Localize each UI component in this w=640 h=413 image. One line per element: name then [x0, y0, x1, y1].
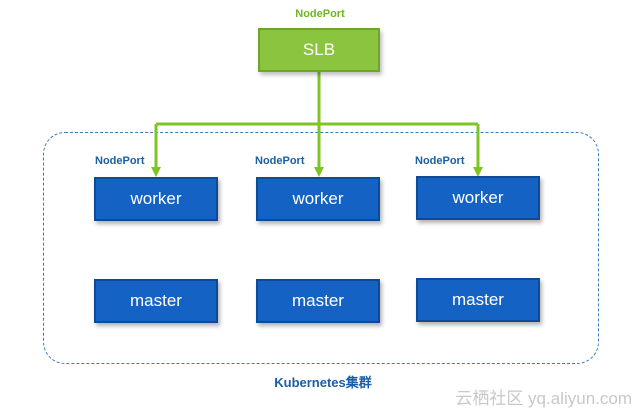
worker-2-label: worker	[292, 189, 344, 208]
master-2-label: master	[292, 291, 344, 310]
cluster-label: Kubernetes集群	[274, 375, 372, 390]
worker-node-1: worker	[94, 177, 218, 221]
master-node-2: master	[256, 279, 380, 323]
worker-3-label: worker	[452, 188, 504, 207]
master-node-1: master	[94, 279, 218, 323]
kubernetes-cluster-boundary	[43, 132, 599, 364]
worker-1-label: worker	[130, 189, 182, 208]
master-node-3: master	[416, 278, 540, 322]
master-1-label: master	[130, 291, 182, 310]
slb-node: SLB	[258, 28, 380, 72]
worker-1-nodeport-label: NodePort	[95, 155, 145, 167]
master-3-label: master	[452, 290, 504, 309]
worker-2-nodeport-label: NodePort	[255, 155, 305, 167]
worker-node-3: worker	[416, 176, 540, 220]
watermark: 云栖社区 yq.aliyun.com	[455, 389, 632, 408]
slb-label: SLB	[302, 40, 336, 59]
worker-node-2: worker	[256, 177, 380, 221]
worker-3-nodeport-label: NodePort	[415, 155, 465, 167]
slb-nodeport-label: NodePort	[295, 8, 345, 20]
